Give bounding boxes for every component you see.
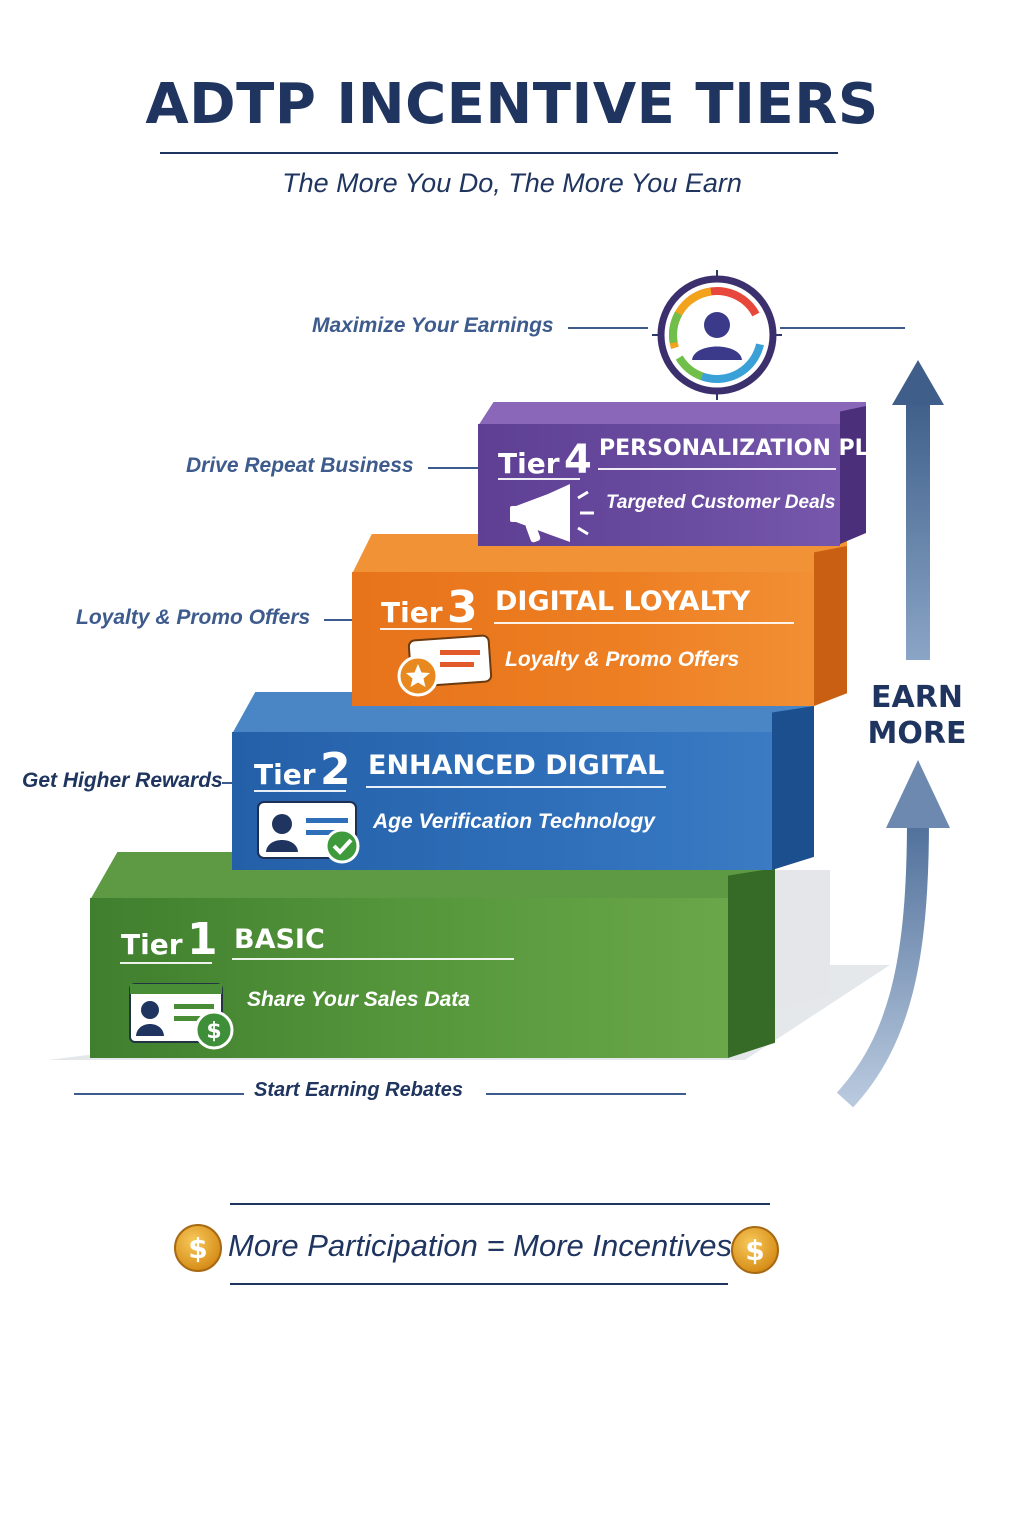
target-line-left: [568, 327, 648, 329]
id-card-dollar-icon: $: [129, 983, 234, 1050]
page-subtitle: The More You Do, The More You Earn: [282, 168, 742, 198]
tier-1-side-face: [728, 868, 775, 1058]
target-line-right: [780, 327, 905, 329]
tier-4-underline-a: [498, 478, 580, 480]
tier-4-side-face: [840, 406, 866, 544]
label-start-earning: Start Earning Rebates: [254, 1079, 463, 1101]
tier-2-underline-a: [254, 790, 346, 792]
svg-text:$: $: [206, 1019, 221, 1044]
tier-3-label: Tier 3: [381, 582, 478, 633]
dollar-coin-icon-left: $: [174, 1224, 222, 1272]
tier-3-underline-b: [494, 622, 794, 624]
earn-more-line1: EARN: [871, 680, 963, 715]
tier-3-name: DIGITAL LOYALTY: [495, 586, 751, 617]
tier-2-name: ENHANCED DIGITAL: [368, 750, 665, 781]
up-arrow-icon: [892, 360, 944, 660]
tier-3-description: Loyalty & Promo Offers: [505, 648, 740, 671]
page-title: ADTP INCENTIVE TIERS: [145, 72, 879, 137]
id-card-check-icon: [257, 801, 360, 864]
curved-arrow-icon: [836, 760, 950, 1108]
footer-tagline: More Participation = More Incentives: [228, 1228, 732, 1263]
tier-1-underline-b: [232, 958, 514, 960]
tick-tier2: [222, 782, 234, 784]
earn-more-line2: MORE: [867, 716, 967, 751]
bottom-line-left: [74, 1093, 244, 1095]
tier-4-underline-b: [598, 468, 836, 470]
label-loyalty-promo: Loyalty & Promo Offers: [76, 606, 311, 629]
tier-1-name: BASIC: [234, 924, 325, 955]
dollar-coin-icon-right: $: [731, 1226, 779, 1274]
tick-tier3: [324, 619, 354, 621]
tier-4-top-face: [478, 402, 866, 426]
tick-tier4: [428, 467, 480, 469]
title-divider: [160, 152, 838, 154]
tier-1-label: Tier 1: [121, 914, 218, 965]
loyalty-card-star-icon: [397, 634, 493, 697]
label-maximize-earnings: Maximize Your Earnings: [312, 314, 554, 337]
label-higher-rewards: Get Higher Rewards: [22, 769, 223, 792]
label-drive-repeat-business: Drive Repeat Business: [186, 454, 414, 477]
tier-1-description: Share Your Sales Data: [247, 988, 470, 1011]
footer-rule-bottom: [230, 1283, 728, 1285]
tier-2-underline-b: [366, 786, 666, 788]
megaphone-icon: [510, 484, 594, 543]
tier-2-side-face: [772, 706, 814, 870]
target-person-icon: [652, 270, 782, 400]
tier-2-description: Age Verification Technology: [373, 810, 655, 833]
tier-4-label: Tier 4: [498, 437, 592, 483]
tier-2-label: Tier 2: [254, 744, 351, 795]
tier-1-underline-a: [120, 962, 212, 964]
tier-4-description: Targeted Customer Deals: [606, 492, 836, 513]
earn-more-label: EARN MORE: [862, 680, 972, 752]
tier-3-underline-a: [380, 628, 472, 630]
footer-rule-top: [230, 1203, 770, 1205]
tier-4-name: PERSONALIZATION PLUS: [599, 436, 902, 461]
tier-3-side-face: [814, 546, 847, 706]
bottom-line-right: [486, 1093, 686, 1095]
